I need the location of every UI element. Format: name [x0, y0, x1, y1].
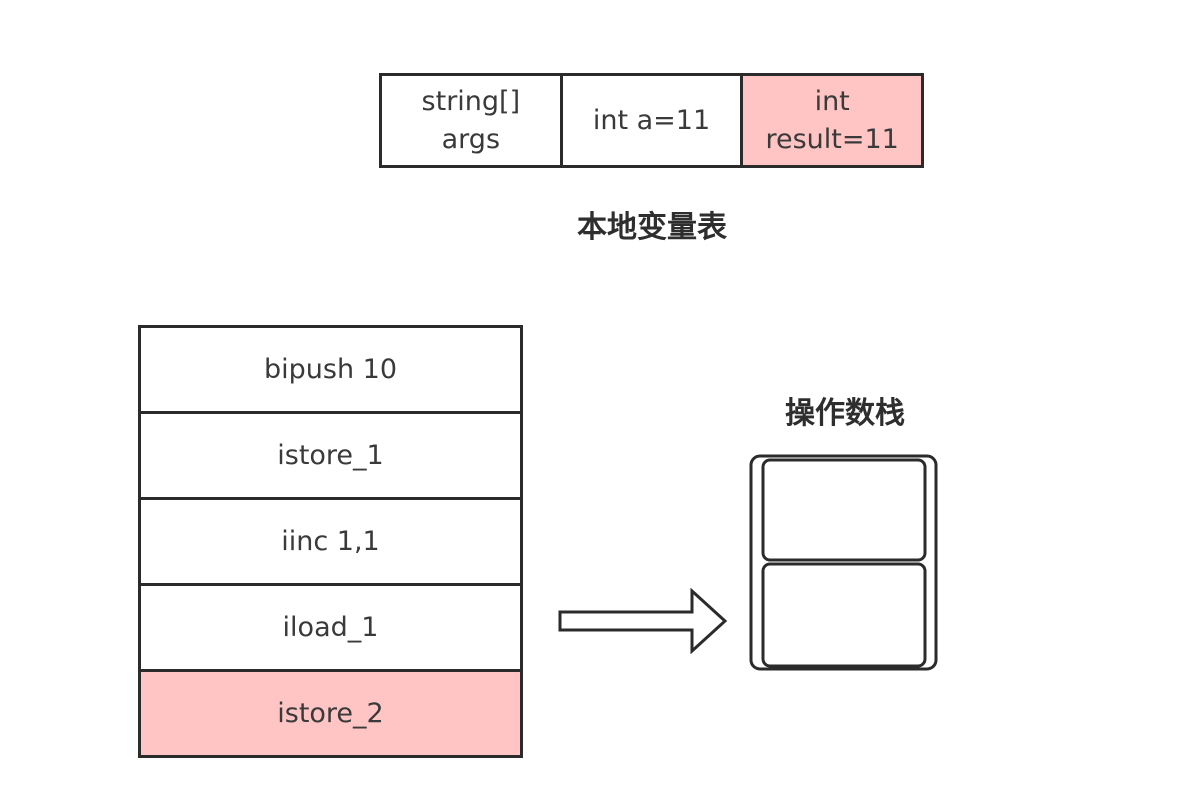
instruction-row: iload_1 [141, 586, 520, 672]
local-variable-table-title: 本地变量表 [577, 210, 727, 245]
local-variable-table: string[] args int a=11 int result=11 [379, 73, 924, 168]
instruction-row: bipush 10 [141, 328, 520, 414]
lvt-slot-result: int result=11 [743, 76, 922, 165]
operand-stack-slot [761, 562, 927, 668]
lvt-slot-a: int a=11 [562, 76, 744, 165]
operand-stack-slot [761, 458, 927, 562]
operand-stack-title: 操作数栈 [785, 396, 905, 431]
lvt-slot-args: string[] args [382, 76, 563, 165]
instruction-row: iinc 1,1 [141, 500, 520, 586]
instruction-row-current: istore_2 [141, 672, 520, 755]
right-arrow-icon [558, 588, 728, 654]
operand-stack [749, 454, 938, 671]
instruction-list: bipush 10 istore_1 iinc 1,1 iload_1 isto… [138, 325, 523, 758]
instruction-row: istore_1 [141, 414, 520, 500]
